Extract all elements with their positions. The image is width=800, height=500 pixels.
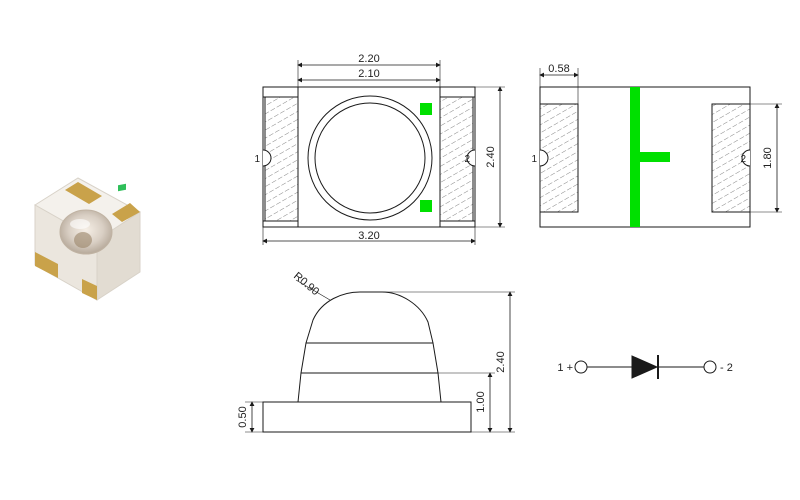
diode-symbol-icon bbox=[574, 355, 717, 379]
cathode-label: - 2 bbox=[720, 362, 733, 374]
side-view-body bbox=[297, 372, 442, 403]
polarity-mark bbox=[630, 87, 670, 227]
led-photo-icon bbox=[34, 177, 141, 301]
side-view-body-height: 1.00 bbox=[475, 391, 487, 412]
bottom-view-pin2: 2 bbox=[740, 154, 746, 165]
top-view-length: 3.20 bbox=[358, 230, 379, 242]
anode-terminal bbox=[574, 360, 588, 374]
side-view bbox=[245, 279, 515, 433]
top-view-lens-outer bbox=[307, 95, 433, 221]
side-view-dome bbox=[305, 291, 434, 344]
cathode-terminal bbox=[703, 360, 717, 374]
top-view-pin1: 1 bbox=[254, 154, 260, 165]
top-view-lens-inner bbox=[314, 102, 426, 214]
side-view-base bbox=[262, 401, 472, 433]
top-view-width-inner: 2.10 bbox=[358, 68, 379, 80]
anode-label: 1 + bbox=[557, 362, 573, 374]
bottom-view-pin1: 1 bbox=[531, 154, 537, 165]
top-view-width-outer: 2.20 bbox=[358, 53, 379, 65]
side-view-total-height: 2.40 bbox=[495, 351, 507, 372]
top-view-marker-top bbox=[420, 103, 432, 115]
top-view-height: 2.40 bbox=[485, 146, 497, 167]
side-view-base-height: 0.50 bbox=[237, 406, 249, 427]
top-view bbox=[262, 60, 505, 245]
bottom-view bbox=[539, 68, 782, 228]
diode-triangle bbox=[631, 355, 659, 379]
bottom-view-pad-width: 0.58 bbox=[548, 63, 569, 75]
top-view-marker-bottom bbox=[420, 200, 432, 212]
bottom-view-pad-height: 1.80 bbox=[762, 147, 774, 168]
top-view-pin2: 2 bbox=[464, 154, 470, 165]
side-view-radius: R0.90 bbox=[291, 270, 321, 298]
side-view-mid bbox=[300, 342, 439, 374]
